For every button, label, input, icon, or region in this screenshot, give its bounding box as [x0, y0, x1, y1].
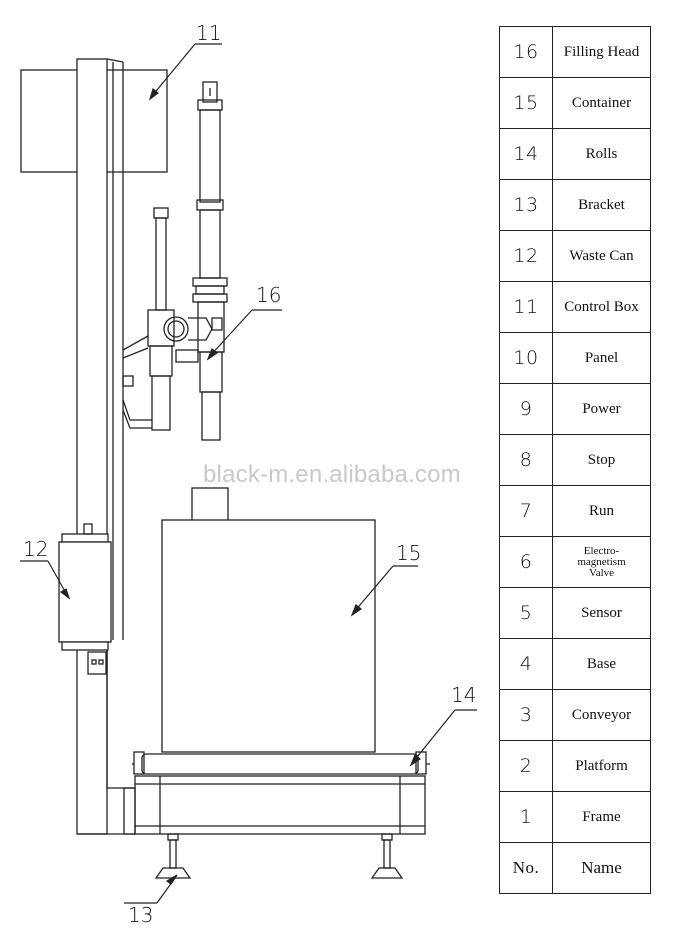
part-number: 2	[499, 740, 553, 792]
callout-16: 16	[256, 283, 281, 307]
callout-12: 12	[23, 537, 48, 561]
part-number: 14	[499, 128, 553, 180]
callout-13: 13	[128, 903, 153, 927]
machine-drawing: 11 12 13 14 15 16	[20, 21, 477, 927]
platform	[123, 775, 426, 835]
part-number: 7	[499, 485, 553, 537]
header-name: Name	[552, 842, 651, 894]
part-name: Panel	[552, 332, 651, 384]
part-name: Conveyor	[552, 689, 651, 741]
part-name: Platform	[552, 740, 651, 792]
part-name: Filling Head	[552, 26, 651, 78]
part-number: 3	[499, 689, 553, 741]
frame-column	[76, 58, 108, 835]
part-name: Stop	[552, 434, 651, 486]
header-no: No.	[499, 842, 553, 894]
part-number: 15	[499, 77, 553, 129]
callout-14: 14	[451, 683, 476, 707]
part-name: Base	[552, 638, 651, 690]
part-number: 5	[499, 587, 553, 639]
callout-15: 15	[396, 541, 421, 565]
part-name: Bracket	[552, 179, 651, 231]
part-number: 13	[499, 179, 553, 231]
part-name: Run	[552, 485, 651, 537]
part-number: 12	[499, 230, 553, 282]
part-name: Waste Can	[552, 230, 651, 282]
part-number: 16	[499, 26, 553, 78]
part-number: 4	[499, 638, 553, 690]
waste-can	[58, 523, 112, 675]
rolls	[132, 751, 430, 775]
part-number: 11	[499, 281, 553, 333]
part-name: Container	[552, 77, 651, 129]
container	[161, 487, 376, 753]
part-name: Power	[552, 383, 651, 435]
part-number: 8	[499, 434, 553, 486]
part-name: Rolls	[552, 128, 651, 180]
part-name: Frame	[552, 791, 651, 843]
callout-11: 11	[196, 21, 221, 45]
part-number: 10	[499, 332, 553, 384]
bracket-feet	[154, 833, 404, 879]
part-number: 1	[499, 791, 553, 843]
part-name: Control Box	[552, 281, 651, 333]
part-name: Sensor	[552, 587, 651, 639]
part-name: Electro- magnetism Valve	[552, 536, 651, 588]
filling-head	[122, 81, 228, 441]
table-header-row: No.Name	[499, 842, 651, 894]
part-number: 6	[499, 536, 553, 588]
part-number: 9	[499, 383, 553, 435]
watermark: black-m.en.alibaba.com	[203, 461, 461, 488]
